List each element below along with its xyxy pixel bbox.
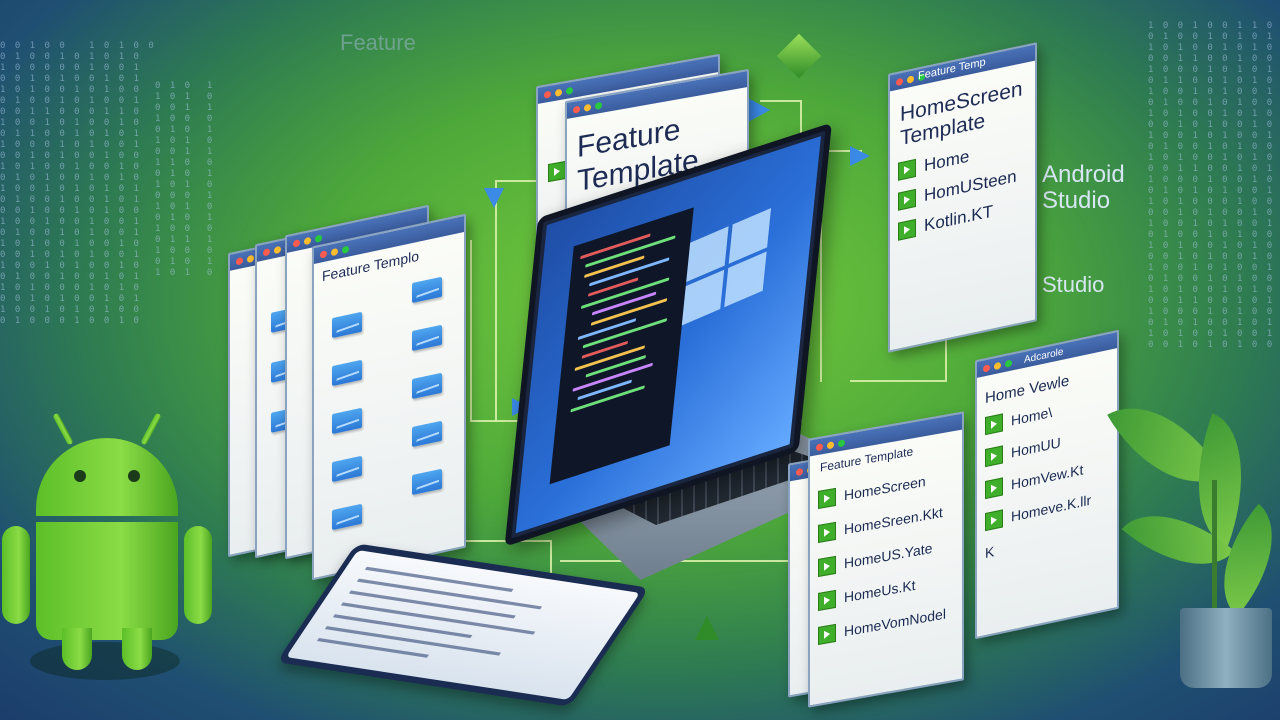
feature-ghost-label: Feature	[340, 30, 416, 55]
robot-head	[36, 438, 178, 516]
windows-logo-icon	[681, 208, 772, 326]
file-icon	[818, 623, 836, 645]
file-name: HomeUS.Yate	[844, 539, 933, 572]
folder-icon	[412, 276, 442, 304]
file-icon	[818, 555, 836, 577]
robot-shadow	[30, 642, 180, 680]
file-name: Kotlin.KT	[924, 201, 993, 236]
folder-icon	[332, 455, 362, 483]
folder-icon	[412, 420, 442, 448]
connector-line	[820, 150, 862, 382]
folder-icon	[412, 324, 442, 352]
file-name: HomeVomNodel	[844, 605, 946, 640]
robot-arm-right	[184, 526, 212, 624]
android-studio-label: Android Studio	[1042, 161, 1125, 214]
green-gem-icon	[776, 33, 822, 79]
file-name: Homeve.K.llr	[1011, 491, 1092, 525]
stack-card-front[interactable]: Feature Templo	[312, 213, 466, 581]
file-icon	[898, 158, 916, 181]
robot-body	[36, 522, 178, 640]
android-robot-icon	[0, 410, 215, 690]
connector-line	[850, 300, 947, 382]
file-icon	[548, 160, 566, 183]
file-icon	[985, 477, 1003, 500]
home-screen-card-header: Feature Temp	[918, 56, 986, 83]
plant-stem	[1212, 480, 1217, 630]
file-icon	[985, 509, 1003, 532]
folder-icon	[332, 407, 362, 435]
feature-template-files-card[interactable]: Feature Template HomeScreen HomeSreen.Kk…	[808, 411, 964, 708]
text-line	[364, 566, 514, 592]
code-rain-left: 0 0 1 0 0 1 0 1 0 0 0 1 0 0 1 0 1 0 1 0 …	[0, 41, 156, 326]
robot-eye-right	[128, 470, 140, 482]
folder-icon	[332, 359, 362, 387]
robot-antenna-left	[52, 412, 74, 446]
green-arrow-icon	[695, 616, 719, 640]
connector-line	[470, 240, 542, 422]
file-name: HomUU	[1011, 434, 1061, 461]
folder-icon	[412, 372, 442, 400]
potted-plant	[1107, 379, 1280, 690]
file-icon	[818, 521, 836, 543]
file-icon	[985, 445, 1003, 468]
robot-arm-left	[2, 526, 30, 624]
studio-label: Studio	[1042, 272, 1105, 297]
file-name: HomeSreen.Kkt	[844, 503, 943, 538]
code-rain-right: 1 0 0 1 0 0 1 1 0 0 1 0 1 0 0 1 0 1 0 1 …	[1148, 21, 1275, 350]
file-row[interactable]: HomeVomNodel	[818, 602, 962, 645]
robot-leg-left	[62, 628, 92, 670]
blue-arrow-icon	[484, 188, 504, 208]
blue-arrow-icon	[850, 146, 870, 166]
home-view-files-card[interactable]: Adcarole Home Vewle Home\ HomUU HomVew.K…	[975, 329, 1119, 640]
robot-eye-left	[74, 470, 86, 482]
file-icon	[898, 188, 916, 211]
text-line	[324, 626, 501, 656]
file-name: HomVew.Kt	[1011, 461, 1084, 493]
file-name: Home\	[1011, 403, 1053, 429]
robot-antenna-right	[140, 412, 162, 446]
file-icon	[898, 218, 916, 241]
text-line	[348, 590, 516, 619]
home-view-card-header: Adcarole	[1024, 345, 1064, 366]
robot-leg-right	[122, 628, 152, 670]
file-icon	[818, 487, 836, 509]
plant-pot	[1180, 608, 1272, 688]
folder-icon	[332, 503, 362, 531]
folder-icon	[412, 468, 442, 496]
file-name: HomeUs.Kt	[844, 576, 916, 606]
file-name: K	[985, 543, 995, 562]
code-rain-mid: 0 1 0 1 1 0 1 0 0 0 1 1 1 0 0 0 0 1 0 1 …	[155, 81, 215, 278]
file-name: HomeScreen	[844, 472, 926, 504]
blue-arrow-icon	[748, 98, 770, 122]
file-name: Home	[924, 146, 970, 176]
folder-icon	[332, 311, 362, 339]
code-editor-panel	[549, 207, 694, 485]
file-icon	[985, 413, 1003, 436]
home-screen-template-card[interactable]: Feature Temp HomeScreen Template Home Ho…	[888, 42, 1037, 353]
text-line	[332, 614, 473, 639]
file-icon	[818, 589, 836, 611]
